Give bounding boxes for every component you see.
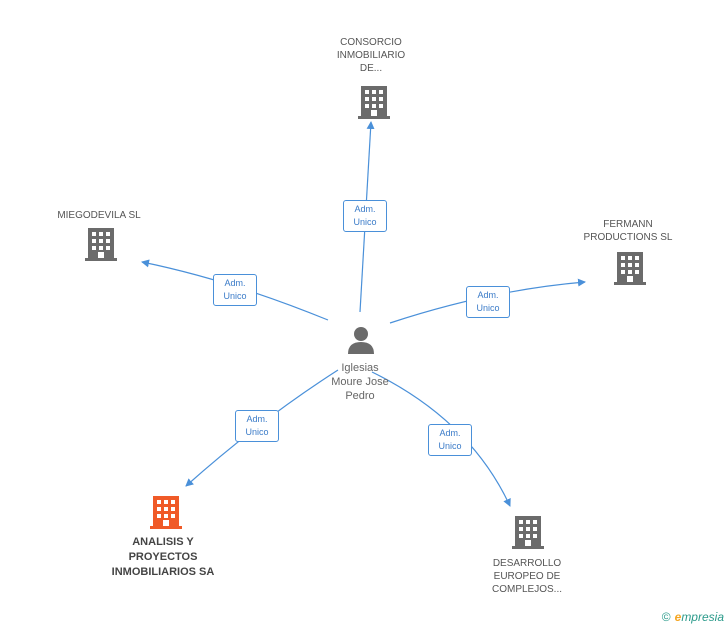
- edge-label-fermann: Adm. Unico: [466, 286, 510, 318]
- edge-label-line2: Unico: [476, 303, 500, 313]
- edge-label-line1: Adm.: [354, 204, 376, 214]
- node-label-fermann[interactable]: FERMANN PRODUCTIONS SL: [583, 219, 673, 243]
- building-icon[interactable]: [614, 252, 646, 285]
- brand-name: mpresia: [681, 610, 724, 624]
- node-label-analisis[interactable]: ANALISIS Y PROYECTOS INMOBILIARIOS SA: [111, 536, 215, 578]
- edge-label-consorcio: Adm. Unico: [343, 200, 387, 232]
- edge-label-line2: Unico: [353, 217, 377, 227]
- edge-label-line1: Adm.: [224, 278, 246, 288]
- copyright-symbol: ©: [661, 610, 671, 624]
- node-label-desarrollo[interactable]: DESARROLLO EUROPEO DE COMPLEJOS...: [491, 558, 562, 595]
- edge-label-line1: Adm.: [439, 428, 461, 438]
- edge-label-line2: Unico: [438, 441, 462, 451]
- edge-label-miegodevila: Adm. Unico: [213, 274, 257, 306]
- building-icon[interactable]: [85, 228, 117, 261]
- node-label-consorcio[interactable]: CONSORCIO INMOBILIARIO DE...: [336, 37, 406, 74]
- person-icon[interactable]: [348, 327, 374, 354]
- node-label-miegodevila[interactable]: MIEGODEVILA SL: [57, 210, 141, 221]
- brand-footer: ©empresia: [662, 610, 724, 624]
- building-icon[interactable]: [150, 496, 182, 529]
- edge-label-line1: Adm.: [477, 290, 499, 300]
- edge-label-line2: Unico: [245, 427, 269, 437]
- edge-label-line1: Adm.: [246, 414, 268, 424]
- brand-initial: e: [674, 610, 682, 624]
- person-label[interactable]: Iglesias Moure Jose Pedro: [331, 362, 389, 402]
- building-icon[interactable]: [512, 516, 544, 549]
- edge-label-analisis: Adm. Unico: [235, 410, 279, 442]
- building-icon[interactable]: [358, 86, 390, 119]
- edge-label-line2: Unico: [223, 291, 247, 301]
- edge-label-desarrollo: Adm. Unico: [428, 424, 472, 456]
